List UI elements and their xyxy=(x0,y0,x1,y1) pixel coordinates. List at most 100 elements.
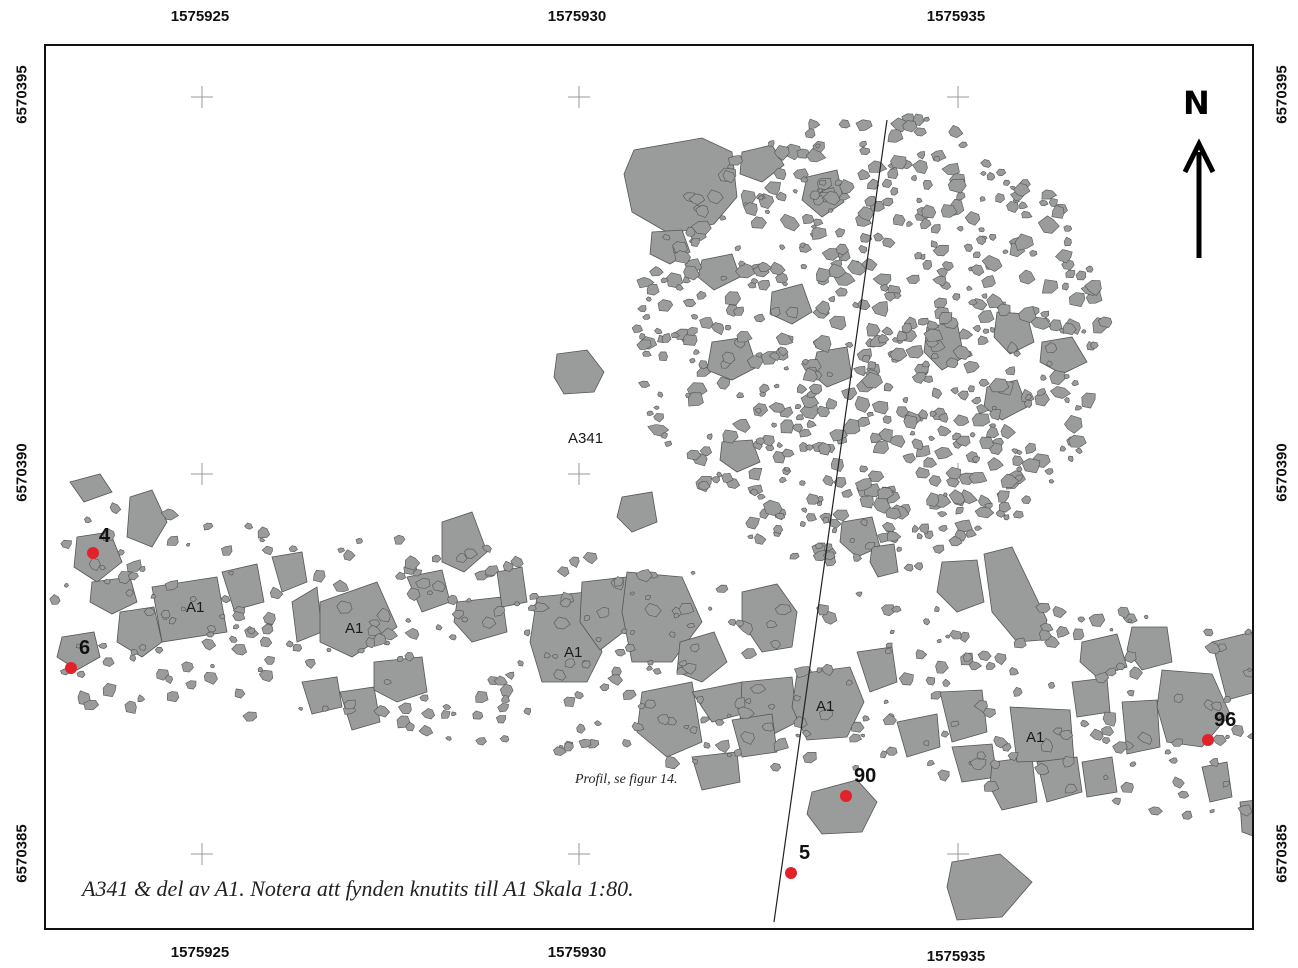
stone xyxy=(622,738,632,748)
stone xyxy=(523,707,532,716)
stone xyxy=(160,610,171,619)
stone xyxy=(259,636,273,648)
stone xyxy=(543,652,551,659)
stone xyxy=(741,648,757,659)
stone xyxy=(783,366,790,371)
stone xyxy=(117,549,125,556)
stone xyxy=(1124,651,1137,664)
stone xyxy=(980,159,992,168)
stone xyxy=(781,448,795,458)
easting-label-bottom: 1575925 xyxy=(170,944,230,961)
stone xyxy=(822,516,830,524)
stone xyxy=(915,466,930,479)
stone xyxy=(357,648,365,654)
stone xyxy=(864,195,878,207)
stone xyxy=(905,345,924,359)
stone xyxy=(802,213,815,225)
stone xyxy=(814,542,824,550)
stone xyxy=(828,263,847,279)
stone xyxy=(735,262,757,279)
stone xyxy=(246,627,256,635)
stone xyxy=(860,733,865,738)
stone xyxy=(853,365,866,377)
stone xyxy=(911,438,924,451)
stone xyxy=(1051,204,1065,219)
stones-layer xyxy=(56,137,1252,921)
stone xyxy=(815,267,831,283)
stone xyxy=(808,383,823,395)
stone xyxy=(117,571,133,585)
stone xyxy=(765,620,778,629)
stone xyxy=(568,556,580,568)
easting-label-top: 1575930 xyxy=(547,8,607,25)
stone xyxy=(941,162,960,176)
stone xyxy=(727,713,732,718)
stone xyxy=(130,649,139,656)
stone xyxy=(1126,689,1135,697)
stone xyxy=(770,640,781,650)
stone xyxy=(166,691,180,703)
stone xyxy=(839,179,855,195)
stone xyxy=(332,579,349,592)
stone xyxy=(1156,669,1231,748)
stone xyxy=(1071,677,1111,718)
stone xyxy=(759,383,770,393)
stone xyxy=(744,698,752,704)
stone xyxy=(866,411,874,418)
stone xyxy=(923,740,930,747)
stone xyxy=(1018,306,1037,324)
stone xyxy=(719,439,761,473)
stone xyxy=(637,703,646,710)
stone xyxy=(939,689,988,743)
stone xyxy=(475,737,487,746)
stone xyxy=(75,643,82,649)
stone xyxy=(481,544,492,553)
stone xyxy=(981,293,988,299)
stone xyxy=(529,593,540,600)
stone xyxy=(622,689,637,700)
stone xyxy=(688,193,706,205)
stone xyxy=(336,600,353,614)
stone xyxy=(768,140,775,147)
stone xyxy=(1090,341,1099,349)
stone xyxy=(825,397,837,410)
stone xyxy=(802,367,818,383)
stone xyxy=(815,143,821,149)
stone xyxy=(780,419,795,434)
stone xyxy=(774,513,786,520)
stone xyxy=(872,273,892,288)
stone xyxy=(801,359,809,366)
stone xyxy=(972,251,981,259)
stone xyxy=(1225,734,1230,740)
stone xyxy=(484,565,499,576)
stone xyxy=(949,629,962,640)
stone xyxy=(1038,628,1052,641)
stone xyxy=(645,296,652,302)
stone xyxy=(736,392,745,398)
stone xyxy=(1000,423,1016,440)
stone xyxy=(1009,667,1020,676)
stone xyxy=(979,196,986,202)
stone xyxy=(971,413,991,427)
stone xyxy=(860,233,873,243)
stone xyxy=(244,522,254,530)
stone xyxy=(103,578,111,585)
stone xyxy=(1063,374,1070,379)
stone xyxy=(1247,733,1252,740)
stone xyxy=(698,360,709,370)
stone xyxy=(768,352,780,361)
stone xyxy=(646,410,654,416)
stone xyxy=(660,277,669,284)
stone xyxy=(889,629,895,634)
stone xyxy=(862,354,871,363)
stone xyxy=(963,360,980,374)
stone xyxy=(970,264,985,277)
stone xyxy=(1039,622,1054,632)
stone xyxy=(940,204,958,218)
feature-label-a1: A1 xyxy=(564,644,582,661)
stone xyxy=(836,243,849,256)
stone xyxy=(828,295,836,303)
stone xyxy=(1044,342,1058,354)
stone xyxy=(686,449,702,461)
stone xyxy=(937,769,950,782)
